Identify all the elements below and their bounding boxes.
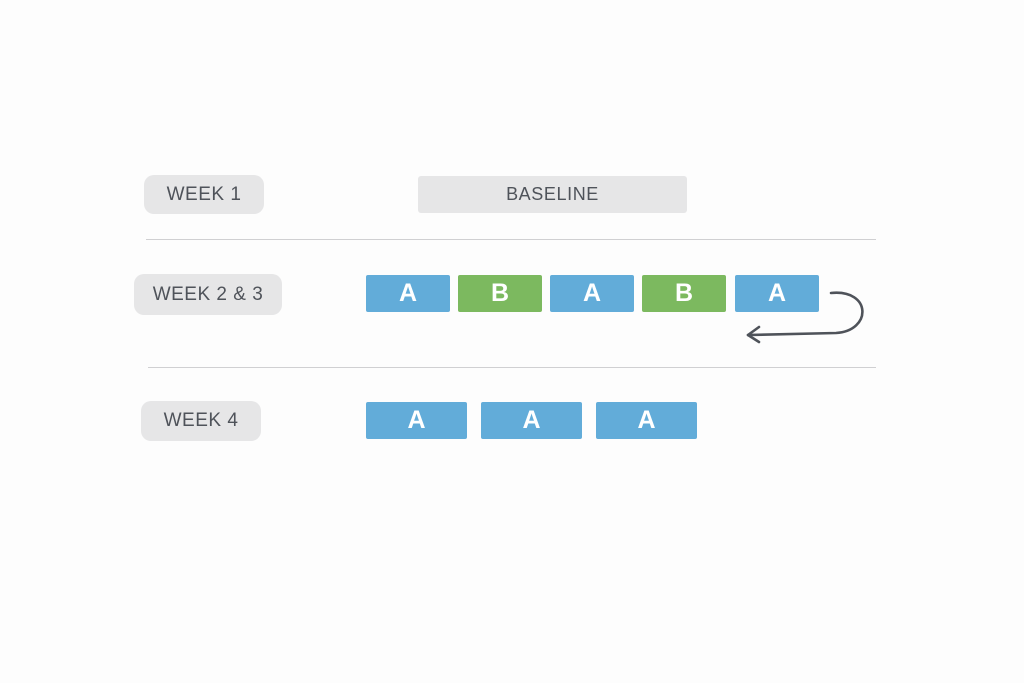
curved-loop-arrow-icon (746, 291, 864, 344)
week-2-3-block-2: B (458, 275, 542, 312)
baseline-bar: BASELINE (418, 176, 687, 213)
divider-bottom (148, 367, 876, 368)
week-2-3-block-3: A (550, 275, 634, 312)
week-2-3-block-1: A (366, 275, 450, 312)
week-4-block-1: A (366, 402, 467, 439)
week-2-3-label: WEEK 2 & 3 (134, 274, 282, 315)
divider-top (146, 239, 876, 240)
week-2-3-block-5: A (735, 275, 819, 312)
week-2-3-block-4: B (642, 275, 726, 312)
week-4-label: WEEK 4 (141, 401, 261, 441)
week-1-label: WEEK 1 (144, 175, 264, 214)
week-4-block-2: A (481, 402, 582, 439)
week-4-block-3: A (596, 402, 697, 439)
